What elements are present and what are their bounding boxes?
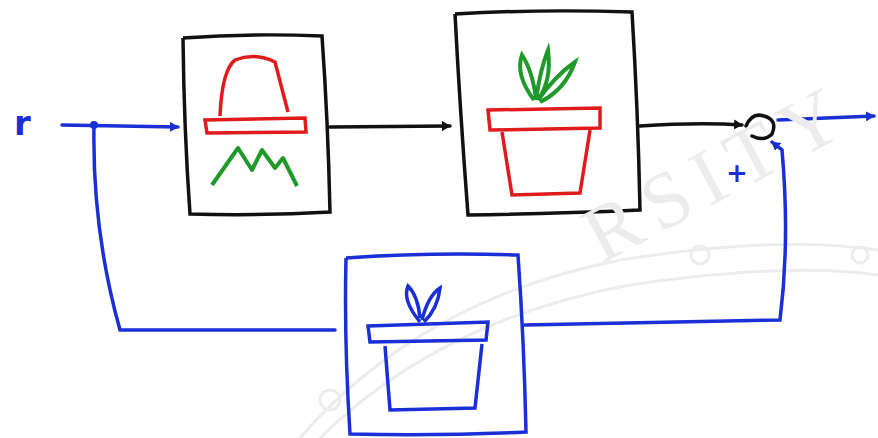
sign-label: + <box>726 160 748 186</box>
block-hat <box>183 35 330 215</box>
block-feedforward <box>346 254 527 435</box>
feedforward-wire <box>94 125 335 330</box>
series-wire <box>330 126 450 127</box>
watermark-seal <box>300 244 878 438</box>
signal-name: r <box>14 106 31 140</box>
input-wire <box>62 125 178 127</box>
